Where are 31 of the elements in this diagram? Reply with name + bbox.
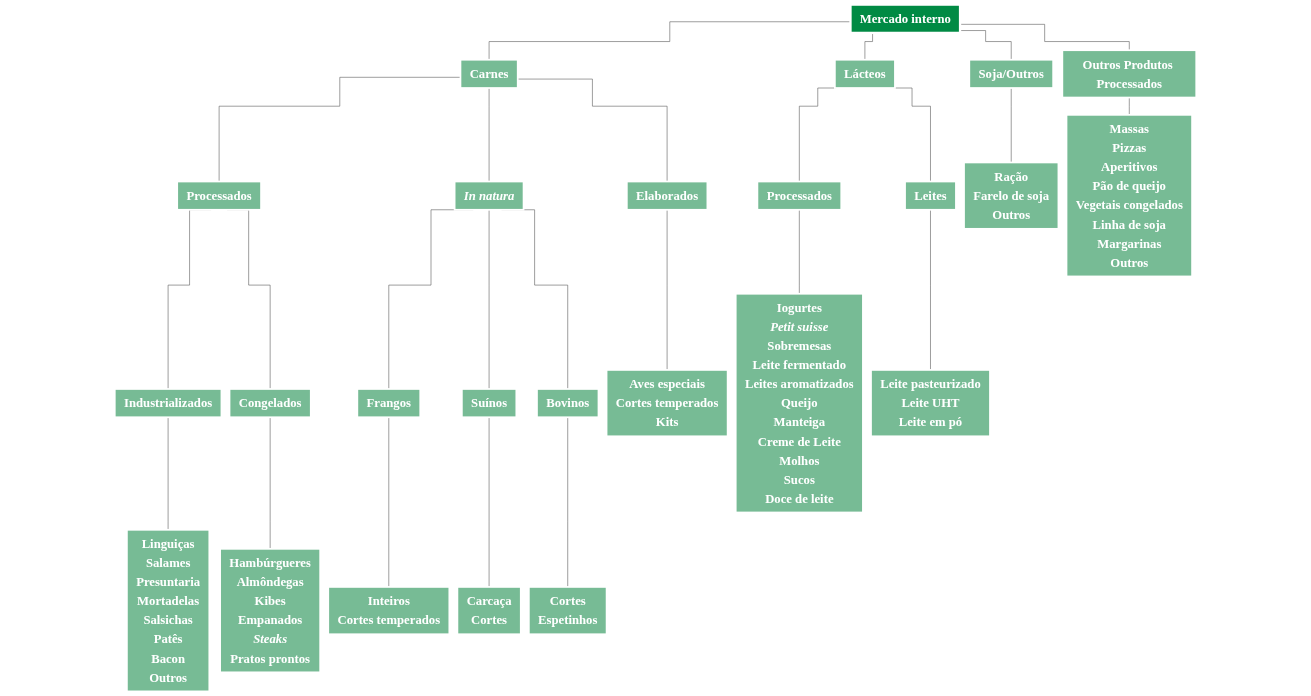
node-box: Suínos	[461, 388, 518, 419]
node-box: Processados	[176, 180, 262, 211]
node-box: Carcaça Cortes	[456, 586, 522, 636]
node-box: Hambúrgueres Almôndegas Kibes Empanados Steaks Pratos prontos	[219, 547, 322, 674]
node-box: Inteiros Cortes temperados	[327, 586, 451, 636]
node-box: Linguiças Salames Presuntaria Mortadelas Salsichas Patês Bacon Outros	[126, 528, 211, 693]
node-box: Bovinos	[536, 388, 600, 419]
connector	[218, 77, 461, 182]
connector	[517, 78, 668, 182]
connector	[799, 87, 837, 182]
connector	[488, 21, 851, 60]
node-box: Ração Farelo de soja Outros	[963, 161, 1060, 230]
node-box: Elaborados	[625, 180, 709, 211]
node-box: Outros Produtos Processados	[1061, 49, 1198, 99]
node-box: Processados	[756, 180, 843, 211]
connector	[930, 209, 931, 371]
node-box: Congelados	[228, 388, 312, 419]
node-box: Mercado interno	[849, 3, 962, 35]
node-box: Industrializados	[113, 388, 223, 419]
node-box: In natura	[453, 180, 525, 211]
node-box: Leites	[904, 180, 957, 211]
node-box: Aves especiais Cortes temperados Kits	[605, 369, 729, 438]
node-box: Frangos	[356, 388, 422, 419]
node-box: Leite pasteurizado Leite UHT Leite em pó	[870, 369, 991, 438]
node-box: Cortes Espetinhos	[528, 586, 608, 636]
node-box: Massas Pizzas Aperitivos Pão de queijo Vegetais congelados Linha de soja Margarinas Outros	[1065, 114, 1193, 278]
node-box: Lácteos	[834, 58, 896, 89]
node-box: Carnes	[459, 58, 519, 89]
node-box: Iogurtes Petit suisse Sobremesas Leite fermentado Leites aromatizados Queijo Manteiga Creme de Leite Molhos Sucos Doce de leite	[734, 292, 864, 514]
node-box: Soja/Outros	[968, 58, 1054, 89]
connector	[893, 87, 931, 182]
